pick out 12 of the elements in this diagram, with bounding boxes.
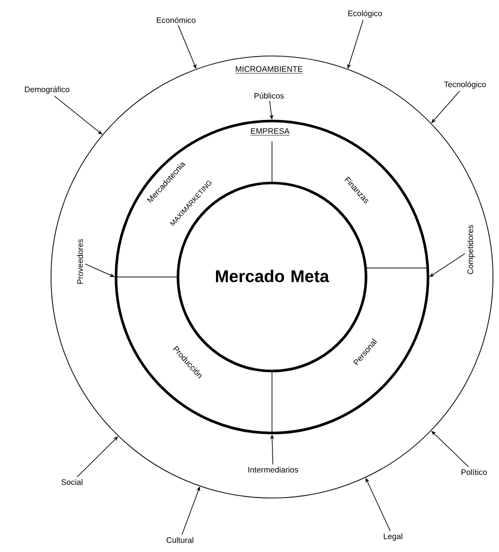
force-label: Intermediarios xyxy=(248,466,298,473)
force-label: Político xyxy=(462,469,487,475)
force-label: Tecnológico xyxy=(444,81,486,89)
force-label: Demográfico xyxy=(24,86,70,94)
force-label: Competidores xyxy=(467,225,475,274)
force-label: Cultural xyxy=(166,537,194,543)
force-label: Social xyxy=(61,479,82,485)
force-label: Proveedores xyxy=(77,239,83,284)
force-label: Públicos xyxy=(254,92,284,99)
force-label: Económico xyxy=(156,17,196,23)
force-label: Legal xyxy=(384,533,402,541)
force-label: Ecológico xyxy=(348,10,382,18)
